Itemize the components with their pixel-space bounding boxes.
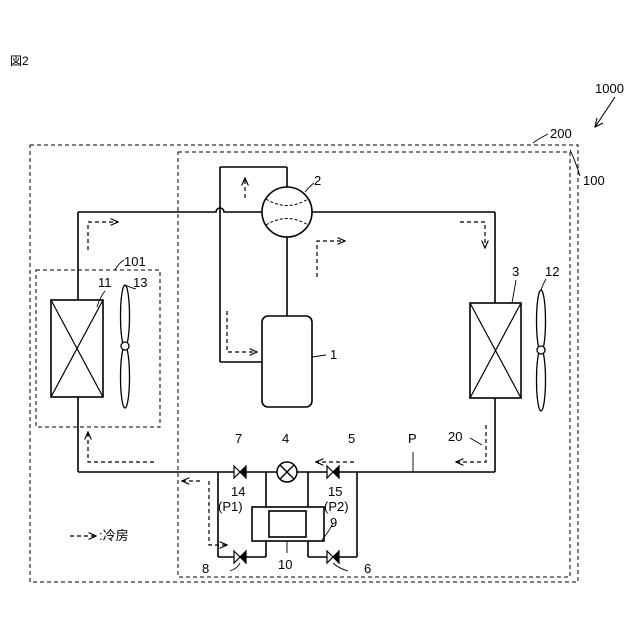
label-100: 100 <box>583 174 605 187</box>
label-10: 10 <box>278 558 292 571</box>
label-p: P <box>408 432 417 445</box>
outdoor-heat-exchanger <box>470 303 521 398</box>
label-9: 9 <box>330 516 337 529</box>
label-11: 11 <box>98 276 112 289</box>
label-14: 14 <box>231 485 245 498</box>
outdoor-fan-icon <box>537 290 546 411</box>
indoor-fan-icon <box>121 285 130 408</box>
label-1000: 1000 <box>595 82 624 95</box>
label-15: 15 <box>328 485 342 498</box>
label-4: 4 <box>282 432 289 445</box>
label-13: 13 <box>133 276 147 289</box>
four-way-valve <box>262 187 312 237</box>
valve-6-icon <box>327 551 339 563</box>
label-3: 3 <box>512 265 519 278</box>
expansion-valve-icon <box>277 462 297 482</box>
label-200: 200 <box>550 127 572 140</box>
valve-7-icon <box>234 466 246 478</box>
unit-10 <box>269 511 306 537</box>
label-2: 2 <box>314 174 321 187</box>
valve-5-icon <box>327 466 339 478</box>
legend-label: :冷房 <box>99 529 129 542</box>
label-20: 20 <box>448 430 462 443</box>
figure-title: 図2 <box>10 55 29 67</box>
label-1: 1 <box>330 348 337 361</box>
system-arrow-icon <box>595 97 615 127</box>
label-5: 5 <box>348 432 355 445</box>
label-p1: (P1) <box>218 500 243 513</box>
label-8: 8 <box>202 562 209 575</box>
compressor <box>262 316 312 407</box>
indoor-heat-exchanger <box>51 300 103 397</box>
valve-8-icon <box>234 551 246 563</box>
label-12: 12 <box>545 265 559 278</box>
label-101: 101 <box>124 255 146 268</box>
label-6: 6 <box>364 562 371 575</box>
label-p2: (P2) <box>324 500 349 513</box>
label-7: 7 <box>235 432 242 445</box>
